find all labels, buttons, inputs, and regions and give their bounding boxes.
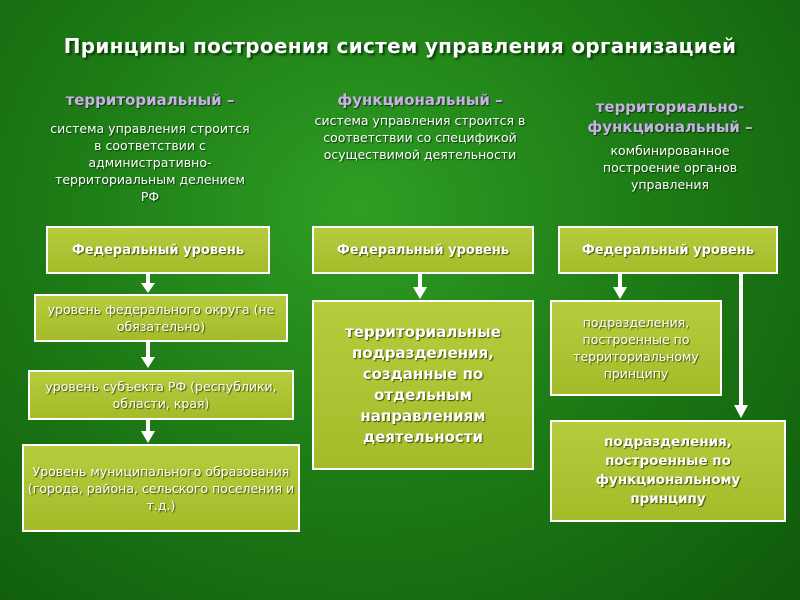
heading-line: территориально- [595, 98, 745, 116]
territorial-principle-units-box: подразделения, построенные по территориа… [550, 300, 722, 396]
down-arrow-icon [141, 420, 155, 443]
box-label: Уровень муниципального образования (горо… [27, 463, 295, 513]
federal-level-box-combined: Федеральный уровень [558, 226, 778, 274]
functional-territorial-units-box: территориальные подразделения, созданные… [312, 300, 534, 470]
box-label: подразделения, построенные по территориа… [573, 315, 699, 381]
column-description-territorial-functional: комбинированное построение органов управ… [602, 143, 738, 192]
down-arrow-icon [141, 274, 155, 293]
box-label: уровень федерального округа (не обязател… [47, 302, 275, 334]
down-arrow-icon [734, 274, 748, 418]
federal-level-box-functional: Федеральный уровень [312, 226, 534, 274]
down-arrow-icon [613, 274, 627, 299]
box-label: территориальные подразделения, созданные… [345, 323, 501, 446]
down-arrow-icon [413, 274, 427, 299]
column-heading-territorial-functional: территориально- функциональный – [550, 97, 790, 137]
box-label: Федеральный уровень [336, 242, 510, 258]
column-heading-territorial: территориальный – [65, 91, 235, 109]
functional-principle-units-box: подразделения, построенные по функционал… [550, 420, 786, 522]
subject-level-box: уровень субъекта РФ (республики, области… [28, 370, 294, 420]
column-description-functional: система управления строится в соответств… [314, 113, 526, 162]
federal-level-box-territorial: Федеральный уровень [46, 226, 270, 274]
box-label: уровень субъекта РФ (республики, области… [45, 379, 277, 411]
federal-district-level-box: уровень федерального округа (не обязател… [34, 294, 288, 342]
column-heading-functional: функциональный – [337, 91, 503, 109]
diagram-title: Принципы построения систем управления ор… [63, 34, 737, 58]
box-label: Федеральный уровень [71, 242, 245, 258]
box-label: Федеральный уровень [581, 242, 755, 258]
municipal-level-box: Уровень муниципального образования (горо… [22, 444, 300, 532]
column-description-territorial: система управления строится в соответств… [50, 121, 250, 204]
heading-line: функциональный – [587, 118, 753, 136]
down-arrow-icon [141, 342, 155, 368]
box-label: подразделения, построенные по функционал… [595, 434, 741, 507]
